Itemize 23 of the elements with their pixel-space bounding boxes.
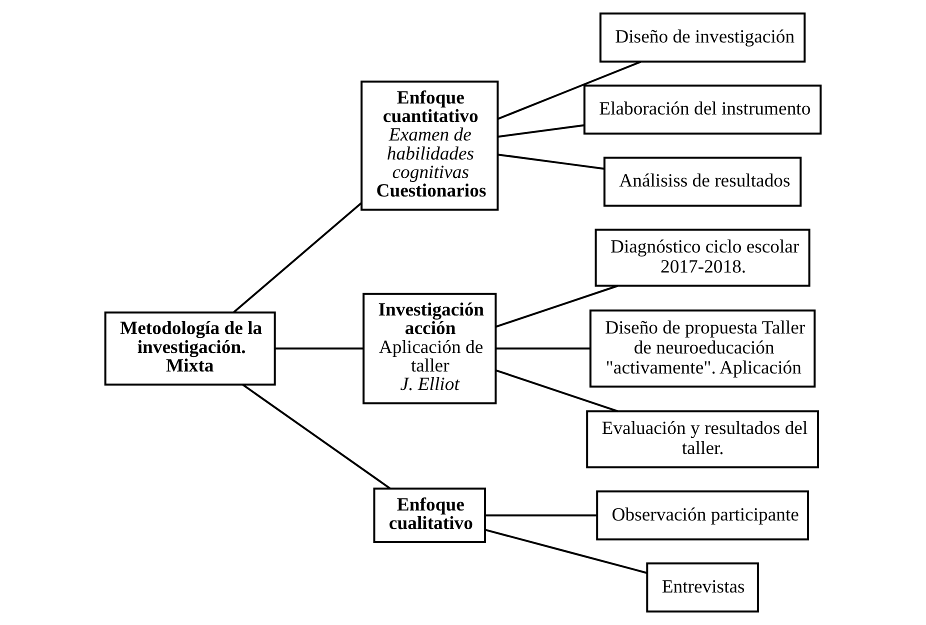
node-box: Diseño de investigación [599, 12, 806, 63]
node-box: Análisiss de resultados [603, 156, 802, 207]
node-box: Enfoque cualitativo [373, 488, 486, 544]
connector [486, 514, 597, 516]
connector [497, 60, 642, 120]
connector [498, 124, 584, 138]
node-box: Entrevistas [646, 562, 759, 612]
node-box: Metodología de la investigación. Mixta [104, 312, 276, 386]
connector [498, 154, 604, 170]
node-box: Elaboración del instrumento [583, 84, 822, 135]
connector [485, 528, 648, 574]
node-box: Diagnóstico ciclo escolar 2017-2018. [594, 228, 810, 287]
connector [496, 348, 590, 350]
connector [233, 202, 362, 314]
node-box: Diseño de propuesta Taller de neuroeducación "activamente". Aplicación [589, 310, 816, 388]
node-box: Observación participante [596, 490, 809, 540]
connector [495, 369, 618, 412]
connector [274, 348, 364, 350]
node-box: Investigación acción Aplicación de taller J. Elliot [362, 292, 497, 404]
connector [242, 384, 391, 490]
node-box: Evaluación y resultados del taller. [586, 410, 819, 468]
node-box: Enfoque cuantitativo Examen de habilidades cognitivas Cuestionarios [360, 80, 499, 211]
connector [495, 284, 618, 328]
